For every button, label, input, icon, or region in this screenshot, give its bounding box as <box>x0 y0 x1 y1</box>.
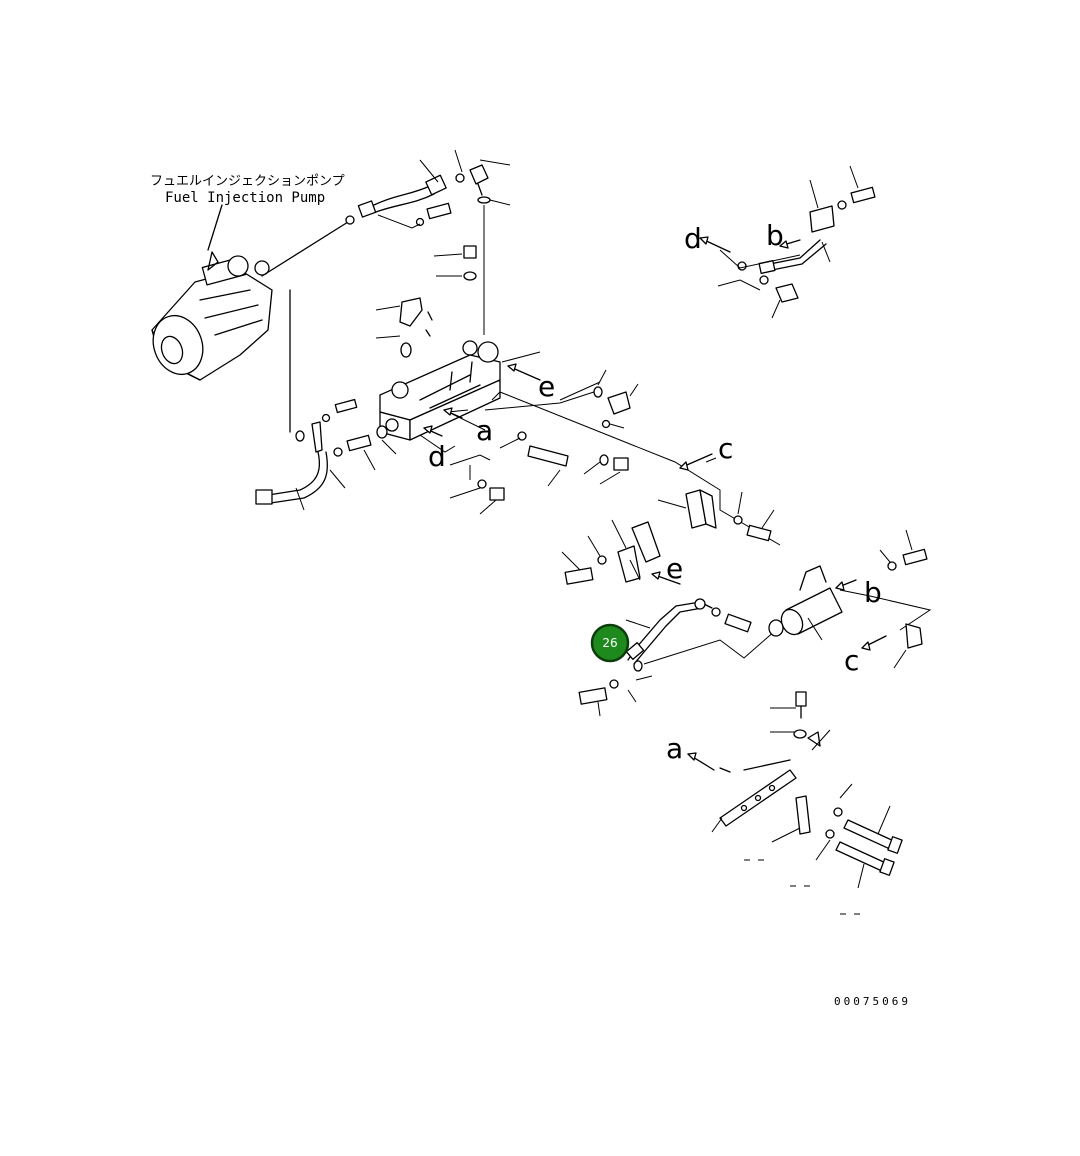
callout-letter-b-top: b <box>766 219 784 252</box>
callout-letter-c-lower: c <box>844 644 859 677</box>
fuel-injection-pump <box>151 204 349 381</box>
pump-hose-assembly <box>345 149 511 335</box>
drawing-code: 00075069 <box>834 995 911 1008</box>
right-side-fittings <box>839 529 932 669</box>
top-right-assembly <box>717 165 876 319</box>
callout-letter-b: b <box>864 576 882 609</box>
callout-letter-a: a <box>476 414 493 447</box>
highlighted-item-marker[interactable]: 26 <box>590 623 630 663</box>
mounting-assembly <box>711 691 903 915</box>
callout-letter-e-lower: e <box>666 552 683 585</box>
callout-letter-d: d <box>428 440 446 473</box>
pump-label-japanese: フュエルインジェクションポンプ <box>150 174 345 189</box>
callout-letter-d-top: d <box>684 222 702 255</box>
item-ref-number[interactable]: 26 <box>602 636 617 650</box>
pump-label-english: Fuel Injection Pump <box>165 190 325 206</box>
callout-letter-c: c <box>718 432 733 465</box>
center-top-fittings <box>375 245 477 358</box>
return-pipe-left <box>255 289 346 511</box>
direction-arrows <box>423 236 887 771</box>
center-bolts <box>321 398 397 471</box>
mid-bracket <box>657 489 775 542</box>
fuel-pipe-26 <box>578 598 777 717</box>
right-fittings <box>449 369 639 515</box>
callout-letter-e: e <box>538 370 555 403</box>
item-ref-circle[interactable] <box>590 623 630 663</box>
clamp-assembly <box>561 519 661 585</box>
callout-letter-a-lower: a <box>666 732 683 765</box>
electric-pump <box>768 565 843 641</box>
